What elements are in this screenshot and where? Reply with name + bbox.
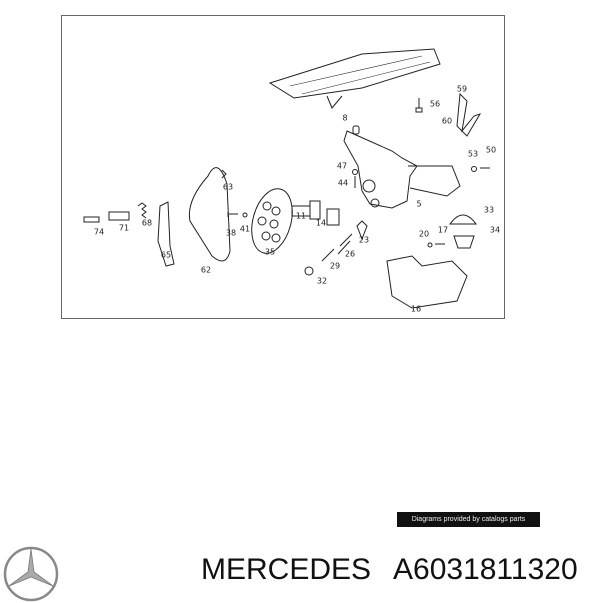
part-label-65: 65 <box>160 250 172 260</box>
part-label-32: 32 <box>316 276 328 286</box>
part-label-23: 23 <box>358 235 370 245</box>
part-label-68: 68 <box>141 218 153 228</box>
part-label-41: 41 <box>239 224 251 234</box>
pump-housing <box>386 255 468 309</box>
part-label-34: 34 <box>489 225 501 235</box>
part-label-8: 8 <box>342 113 348 123</box>
part-label-59: 59 <box>456 84 468 94</box>
part-label-53: 53 <box>467 149 479 159</box>
part-label-44: 44 <box>337 178 349 188</box>
part-label-5: 5 <box>416 199 422 209</box>
part-label-33: 33 <box>483 205 495 215</box>
part-label-11: 11 <box>295 211 307 221</box>
parts-drawing <box>83 48 490 309</box>
part-label-17: 17 <box>437 225 449 235</box>
pump-body <box>343 130 418 209</box>
part-label-62: 62 <box>200 265 212 275</box>
part-label-60: 60 <box>441 116 453 126</box>
baffle-plate <box>268 48 441 99</box>
part-label-26: 26 <box>344 249 356 259</box>
part-label-74: 74 <box>93 227 105 237</box>
part-label-20: 20 <box>418 229 430 239</box>
part-label-35: 35 <box>264 247 276 257</box>
mercedes-star-logo <box>3 546 59 602</box>
part-label-56: 56 <box>429 99 441 109</box>
part-label-63: 63 <box>222 182 234 192</box>
part-label-50: 50 <box>485 145 497 155</box>
part-label-29: 29 <box>329 261 341 271</box>
part-label-16: 16 <box>410 304 422 314</box>
part-label-71: 71 <box>118 223 130 233</box>
part-label-47: 47 <box>336 161 348 171</box>
part-number: A6031811320 <box>393 553 578 586</box>
parts-diagram: 74 71 68 65 62 63 38 41 35 11 14 8 56 59… <box>61 15 505 319</box>
part-label-14: 14 <box>315 218 327 228</box>
brand-name: MERCEDES <box>201 553 372 586</box>
part-label-38: 38 <box>225 228 237 238</box>
diagram-credit: Diagrams provided by catalogs parts <box>397 512 540 527</box>
